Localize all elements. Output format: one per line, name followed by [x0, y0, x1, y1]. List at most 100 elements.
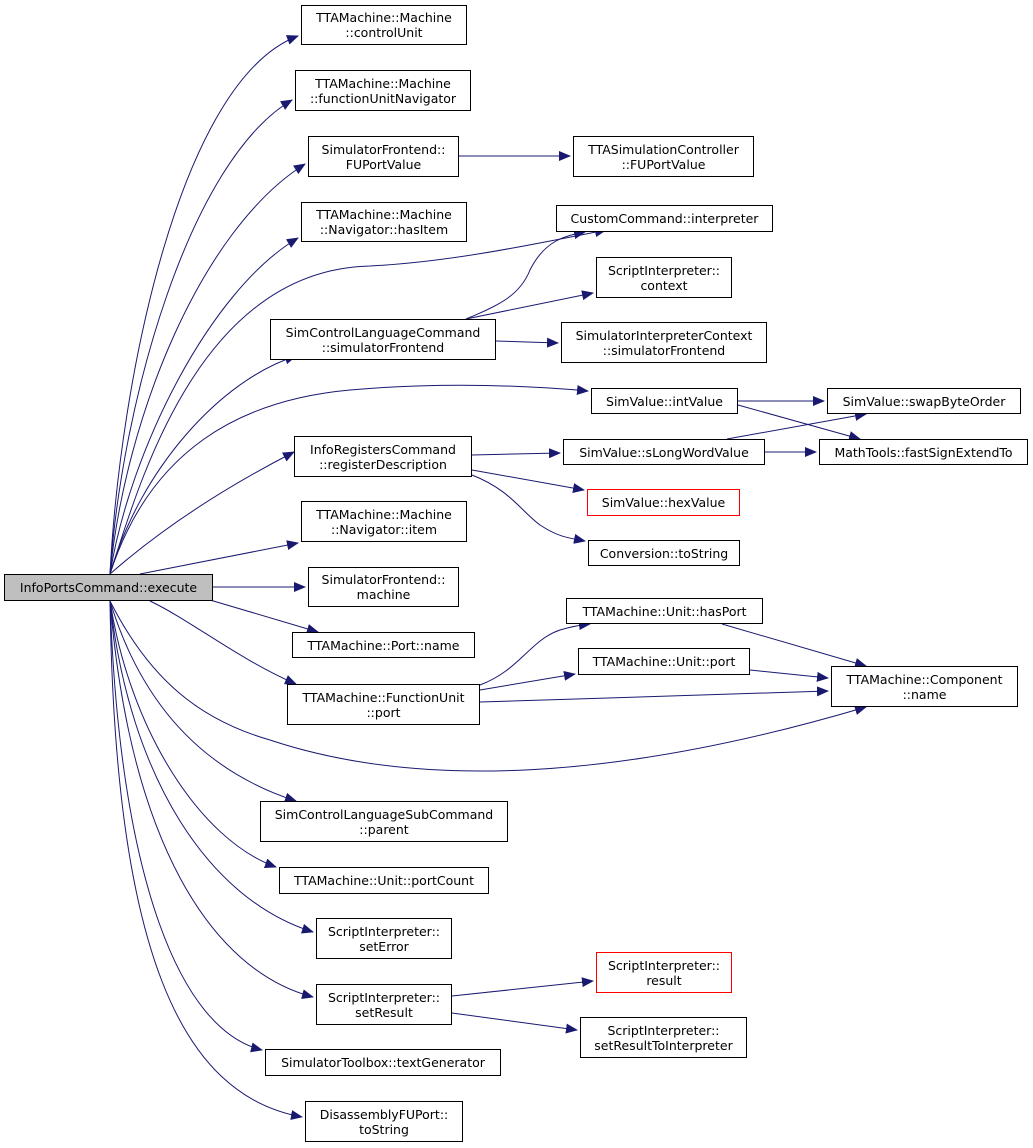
- node-label: MathTools::fastSignExtendTo: [834, 444, 1013, 460]
- node-mathtools-fastsignextendto[interactable]: MathTools::fastSignExtendTo: [819, 439, 1028, 465]
- node-scriptinterpreter-result[interactable]: ScriptInterpreter::result: [596, 952, 732, 993]
- node-conversion-tostring[interactable]: Conversion::toString: [588, 540, 740, 566]
- node-unit-portcount[interactable]: TTAMachine::Unit::portCount: [279, 867, 489, 894]
- node-label: SimulatorToolbox::textGenerator: [281, 1055, 485, 1070]
- node-label: DisassemblyFUPort::: [319, 1106, 449, 1122]
- edge-inforegisterscommand-to-hexvalue: [471, 469, 585, 493]
- edge-root-to-scriptinterpreter-setresult: [109, 600, 314, 1000]
- node-label: setError: [359, 938, 409, 954]
- node-simulatorfrontend-fuportvalue[interactable]: SimulatorFrontend::FUPortValue: [308, 136, 459, 177]
- node-label: TTAMachine::Unit::port: [592, 654, 736, 669]
- node-label: result: [646, 972, 682, 988]
- node-label: setResult: [355, 1004, 413, 1020]
- node-label: SimulatorFrontend::: [321, 141, 446, 157]
- node-label: SimValue::hexValue: [601, 495, 726, 510]
- edge-slongwordvalue-to-swapbyteorder: [726, 411, 867, 440]
- node-label: ::functionUnitNavigator: [309, 90, 457, 106]
- node-disassemblyfuport-tostring[interactable]: DisassemblyFUPort::toString: [305, 1101, 463, 1142]
- node-machine-functionunitnavigator[interactable]: TTAMachine::Machine::functionUnitNavigat…: [295, 70, 471, 111]
- node-label: ScriptInterpreter::: [607, 262, 721, 278]
- node-simvalue-hexvalue[interactable]: SimValue::hexValue: [587, 489, 740, 516]
- node-scriptinterpreter-seterror[interactable]: ScriptInterpreter::setError: [316, 918, 452, 959]
- edge-root-to-port-name: [209, 599, 319, 634]
- node-navigator-item[interactable]: TTAMachine::Machine::Navigator::item: [301, 501, 467, 542]
- node-scriptinterpreter-setresult[interactable]: ScriptInterpreter::setResult: [316, 984, 452, 1025]
- node-functionunit-port[interactable]: TTAMachine::FunctionUnit::port: [287, 684, 480, 725]
- edge-functionunit-port-to-unit-port: [479, 670, 576, 691]
- node-label: toString: [359, 1121, 409, 1137]
- edge-root-to-navigator-item: [139, 540, 299, 575]
- node-scriptinterpreter-context[interactable]: ScriptInterpreter::context: [596, 257, 732, 298]
- node-label: SimulatorInterpreterContext: [575, 327, 753, 343]
- edge-inforegisterscommand-to-slongwordvalue: [471, 448, 561, 459]
- edge-root-to-unit-portcount: [109, 600, 277, 869]
- node-port-name[interactable]: TTAMachine::Port::name: [292, 632, 475, 658]
- edge-root-to-simcontrollanguagecommand: [109, 354, 297, 575]
- node-label: ::name: [902, 686, 947, 702]
- node-label: TTAMachine::Port::name: [307, 637, 460, 653]
- node-label: InfoRegistersCommand: [310, 441, 456, 457]
- edge-root-to-functionunitnavigator: [109, 99, 293, 575]
- node-label: TTAMachine::Machine: [315, 75, 451, 91]
- edge-intvalue-to-fastsignextendto: [737, 404, 861, 441]
- node-unit-port[interactable]: TTAMachine::Unit::port: [578, 648, 750, 675]
- node-label: TTAMachine::Machine: [316, 506, 452, 522]
- node-label: ::port: [366, 704, 401, 720]
- edge-functionunit-port-to-component-name: [479, 686, 829, 703]
- edge-setresult-to-setresulttointerpreter: [451, 1012, 578, 1034]
- edge-setresult-to-scriptinterpreter-result: [451, 977, 594, 997]
- node-scriptinterpreter-setresulttointerpreter[interactable]: ScriptInterpreter::setResultToInterprete…: [580, 1017, 747, 1058]
- node-navigator-hasitem[interactable]: TTAMachine::Machine::Navigator::hasItem: [301, 202, 467, 242]
- node-label: TTAMachine::Unit::hasPort: [582, 603, 747, 619]
- node-simulatorinterpretercontext-simulatorfrontend[interactable]: SimulatorInterpreterContext::simulatorFr…: [561, 322, 767, 363]
- node-label: ::Navigator::item: [330, 521, 438, 537]
- edge-root-to-simulatorfrontend-fuportvalue: [109, 163, 306, 575]
- node-label: ::registerDescription: [319, 456, 447, 472]
- node-customcommand-interpreter[interactable]: CustomCommand::interpreter: [556, 205, 773, 232]
- node-label: Conversion::toString: [599, 545, 729, 561]
- node-label: ::Navigator::hasItem: [319, 222, 449, 237]
- edge-root-to-inforegisterscommand: [109, 451, 295, 575]
- node-label: SimValue::intValue: [606, 393, 723, 409]
- node-label: ScriptInterpreter::: [327, 923, 441, 939]
- node-simulatortoolbox-textgenerator[interactable]: SimulatorToolbox::textGenerator: [265, 1049, 501, 1076]
- edge-root-to-simulatortoolbox-textgenerator: [109, 600, 263, 1053]
- node-label: CustomCommand::interpreter: [570, 211, 759, 226]
- node-label: TTAMachine::FunctionUnit: [302, 689, 465, 705]
- node-machine-controlunit[interactable]: TTAMachine::Machine::controlUnit: [301, 5, 467, 45]
- node-label: SimValue::sLongWordValue: [579, 444, 749, 460]
- edge-functionunit-port-to-unit-hasport: [479, 620, 591, 686]
- node-ttasimulationcontroller-fuportvalue[interactable]: TTASimulationController::FUPortValue: [573, 136, 754, 177]
- node-inforegisterscommand-registerdescription[interactable]: InfoRegistersCommand::registerDescriptio…: [294, 436, 472, 477]
- edge-simcontrollanguagecommand-to-scriptinterpreter-context: [465, 290, 594, 320]
- node-label: ::simulatorFrontend: [321, 339, 445, 355]
- node-label: ScriptInterpreter::: [327, 989, 441, 1005]
- node-simcontrollanguagecommand-simulatorfrontend[interactable]: SimControlLanguageCommand::simulatorFron…: [270, 319, 496, 360]
- edge-root-to-component-name: [109, 600, 867, 772]
- edge-unit-hasport-to-component-name: [721, 623, 867, 668]
- edge-unit-port-to-component-name: [749, 669, 829, 682]
- edge-root-to-simvalue-intvalue: [109, 384, 589, 575]
- node-label: ::FUPortValue: [621, 156, 706, 172]
- node-simulatorfrontend-machine[interactable]: SimulatorFrontend::machine: [308, 567, 459, 607]
- node-simcontrollanguagesubcommand-parent[interactable]: SimControlLanguageSubCommand::parent: [260, 801, 508, 842]
- node-label: ::controlUnit: [345, 25, 423, 40]
- node-simvalue-swapbyteorder[interactable]: SimValue::swapByteOrder: [827, 388, 1021, 414]
- node-label: TTAMachine::Machine: [316, 10, 452, 25]
- node-simvalue-slongwordvalue[interactable]: SimValue::sLongWordValue: [563, 439, 765, 465]
- edge-root-to-functionunit-port: [149, 600, 297, 685]
- node-component-name[interactable]: TTAMachine::Component::name: [831, 666, 1018, 707]
- node-label: SimulatorFrontend::: [321, 572, 446, 587]
- node-label: ScriptInterpreter::: [607, 957, 721, 973]
- node-label: setResultToInterpreter: [594, 1037, 733, 1053]
- node-label: ScriptInterpreter::: [607, 1022, 720, 1038]
- node-label: FUPortValue: [345, 156, 422, 172]
- edge-simcontrollanguagecommand-to-simulatorinterpretercontext: [495, 337, 559, 348]
- node-label: context: [640, 277, 688, 293]
- node-unit-hasport[interactable]: TTAMachine::Unit::hasPort: [566, 598, 763, 624]
- edge-inforegisterscommand-to-conversion-tostring: [471, 474, 586, 544]
- node-simvalue-intvalue[interactable]: SimValue::intValue: [591, 388, 738, 414]
- node-infoportscommand-execute[interactable]: InfoPortsCommand::execute: [4, 574, 213, 601]
- node-label: ::parent: [359, 821, 409, 837]
